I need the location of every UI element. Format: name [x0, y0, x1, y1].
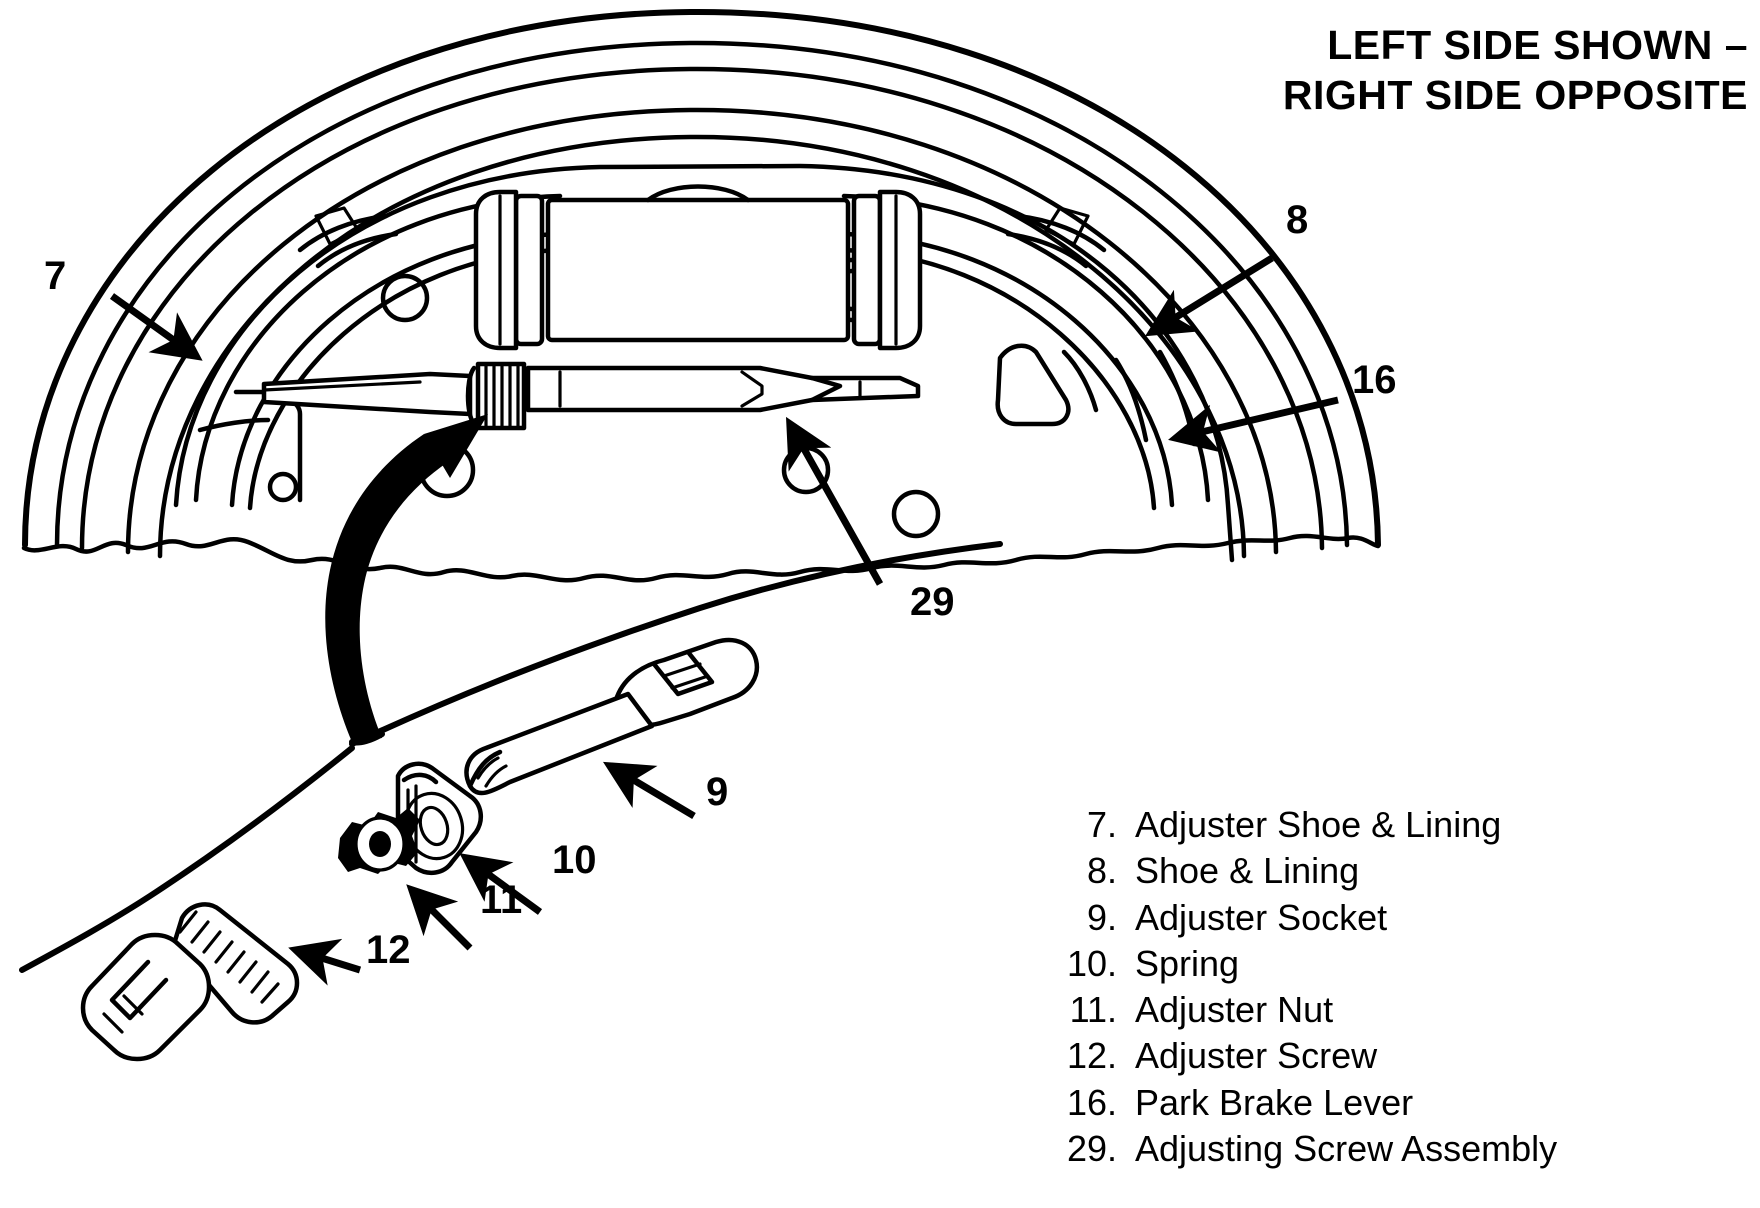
legend-label: Adjuster Shoe & Lining	[1135, 804, 1502, 845]
callout-16: 16	[1352, 358, 1397, 402]
callout-11: 11	[480, 878, 523, 922]
install-direction-arrow	[325, 414, 488, 742]
leader-7	[109, 293, 203, 361]
wheel-cylinder	[473, 184, 923, 351]
backing-plate-face	[21, 163, 1381, 583]
legend-item-10: 10. Spring	[1055, 941, 1557, 987]
leader-11	[406, 884, 473, 951]
spring-part	[395, 761, 484, 876]
legend-label: Adjuster Screw	[1135, 1035, 1378, 1077]
legend-number: 8.	[1086, 850, 1117, 892]
legend-item-29: 29. Adjusting Screw Assembly	[1055, 1126, 1557, 1172]
title-line-2: RIGHT SIDE OPPOSITE	[1282, 72, 1748, 119]
legend-number: 16.	[1066, 1081, 1117, 1123]
legend-label: Adjuster Socket	[1135, 896, 1388, 938]
adjusting-screw-assembly-installed	[261, 361, 921, 431]
leader-9	[602, 761, 696, 820]
legend-item-9: 9. Adjuster Socket	[1055, 895, 1557, 941]
adjuster-nut-part	[338, 808, 420, 874]
legend-label: Spring	[1135, 942, 1240, 984]
legend-item-12: 12. Adjuster Screw	[1055, 1033, 1557, 1079]
leader-8	[1145, 255, 1274, 337]
callout-9: 9	[706, 770, 729, 814]
legend-number: 7.	[1086, 804, 1117, 845]
callout-10: 10	[552, 838, 597, 882]
legend-item-7: 7. Adjuster Shoe & Lining	[1055, 802, 1557, 848]
callout-12: 12	[366, 928, 411, 972]
exploded-tie-lines	[19, 541, 1003, 973]
legend-label: Shoe & Lining	[1135, 850, 1360, 892]
adjuster-screw-part	[80, 902, 300, 1062]
leader-12	[288, 938, 362, 986]
callout-7: 7	[44, 254, 67, 298]
legend-item-11: 11. Adjuster Nut	[1055, 987, 1557, 1033]
leader-29	[785, 416, 884, 586]
legend-number: 10.	[1066, 942, 1117, 984]
leader-16	[1168, 396, 1339, 453]
title-block: LEFT SIDE SHOWN – RIGHT SIDE OPPOSITE	[1283, 20, 1748, 120]
legend-item-8: 8. Shoe & Lining	[1055, 848, 1557, 894]
callout-leaders	[109, 255, 1339, 986]
legend-number: 12.	[1066, 1035, 1117, 1077]
legend-label: Adjuster Nut	[1135, 989, 1334, 1030]
callout-8: 8	[1286, 198, 1309, 242]
parts-legend: 7. Adjuster Shoe & Lining 8. Shoe & Lini…	[1055, 802, 1557, 1172]
adjuster-socket-part	[464, 637, 760, 796]
legend-number: 11.	[1069, 989, 1117, 1030]
leader-10	[459, 853, 543, 915]
legend-label: Park Brake Lever	[1135, 1081, 1414, 1123]
legend-number: 9.	[1086, 896, 1117, 938]
legend-item-16: 16. Park Brake Lever	[1055, 1080, 1557, 1126]
title-line-1: LEFT SIDE SHOWN –	[1327, 22, 1748, 68]
legend-label: Adjusting Screw Assembly	[1135, 1127, 1558, 1169]
callout-29: 29	[910, 580, 955, 624]
legend-number: 29.	[1066, 1127, 1117, 1169]
